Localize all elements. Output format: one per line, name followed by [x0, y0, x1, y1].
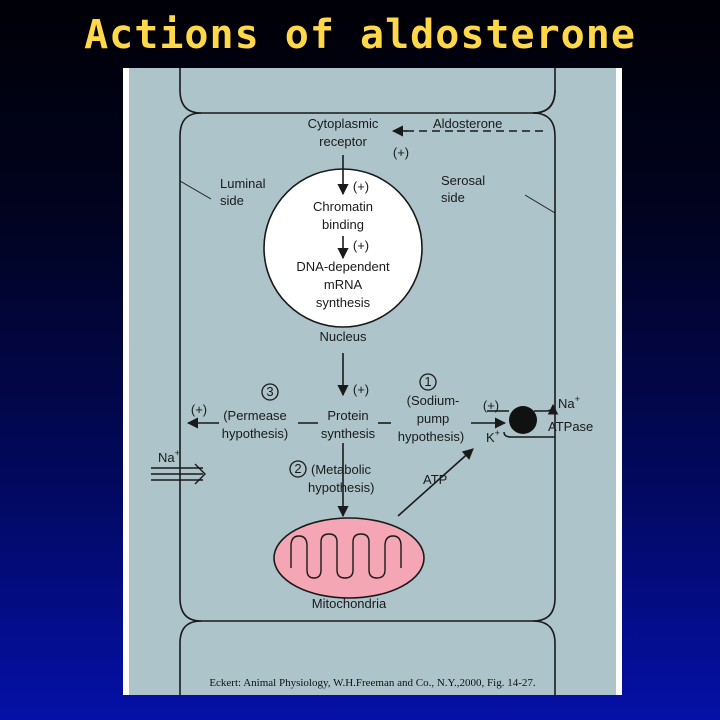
luminal-label-2: side [220, 193, 244, 208]
protein-plus: (+) [353, 382, 369, 397]
hypothesis-1-number: 1 [424, 374, 431, 389]
serosal-label-1: Serosal [441, 173, 485, 188]
protein-label-1: Protein [327, 408, 368, 423]
aldosterone-diagram: Aldosterone Cytoplasmic receptor (+) Lum… [129, 68, 616, 695]
figure-caption: Eckert: Animal Physiology, W.H.Freeman a… [209, 677, 536, 689]
na-out-label: Na+ [558, 394, 580, 411]
cell-membrane [179, 68, 556, 695]
k-in-line [503, 431, 555, 438]
hypothesis-3-circle [261, 383, 279, 401]
dna-label-3: synthesis [316, 295, 371, 310]
aldosterone-plus: (+) [393, 145, 409, 160]
atp-label: ATP [423, 472, 447, 487]
mitochondria-label: Mitochondria [312, 596, 387, 611]
mitochondrion-cristae [290, 533, 402, 579]
atp-arrow [397, 448, 474, 517]
serosal-label-2: side [441, 190, 465, 205]
nucleus-label: Nucleus [320, 329, 367, 344]
aldosterone-figure: Aldosterone Cytoplasmic receptor (+) Lum… [123, 68, 622, 695]
luminal-label-1: Luminal [220, 176, 266, 191]
na-in-label: Na+ [158, 448, 180, 465]
hypothesis-2-number: 2 [294, 461, 301, 476]
dna-label-1: DNA-dependent [296, 259, 390, 274]
luminal-pointer [179, 180, 212, 200]
sodium-label-2: pump [417, 411, 450, 426]
aldosterone-label: Aldosterone [433, 116, 502, 131]
hypothesis-2-circle [289, 460, 307, 478]
chromatin-label-2: binding [322, 217, 364, 232]
dna-plus: (+) [353, 238, 369, 253]
protein-label-2: synthesis [321, 426, 376, 441]
k-in-label: K+ [486, 428, 500, 445]
permease-label-1: (Permease [223, 408, 287, 423]
metabolic-label-1: (Metabolic [311, 462, 371, 477]
hypothesis-3-number: 3 [266, 384, 273, 399]
chromatin-plus: (+) [353, 179, 369, 194]
sodium-pump-plus: (+) [483, 398, 499, 413]
hypothesis-1-circle [419, 373, 437, 391]
sodium-label-3: hypothesis) [398, 429, 464, 444]
na-out-arrow [534, 403, 559, 415]
dna-label-2: mRNA [324, 277, 363, 292]
permease-plus: (+) [191, 402, 207, 417]
slide-title: Actions of aldosterone [84, 12, 636, 58]
na-influx-arrow [151, 463, 206, 485]
permease-label-2: hypothesis) [222, 426, 288, 441]
sodium-label-1: (Sodium- [407, 393, 460, 408]
receptor-label-2: receptor [319, 134, 367, 149]
atpase-label: ATPase [548, 419, 593, 434]
receptor-label-1: Cytoplasmic [308, 116, 379, 131]
atpase-pump [509, 406, 537, 434]
chromatin-label-1: Chromatin [313, 199, 373, 214]
metabolic-label-2: hypothesis) [308, 480, 374, 495]
serosal-pointer [524, 194, 556, 214]
